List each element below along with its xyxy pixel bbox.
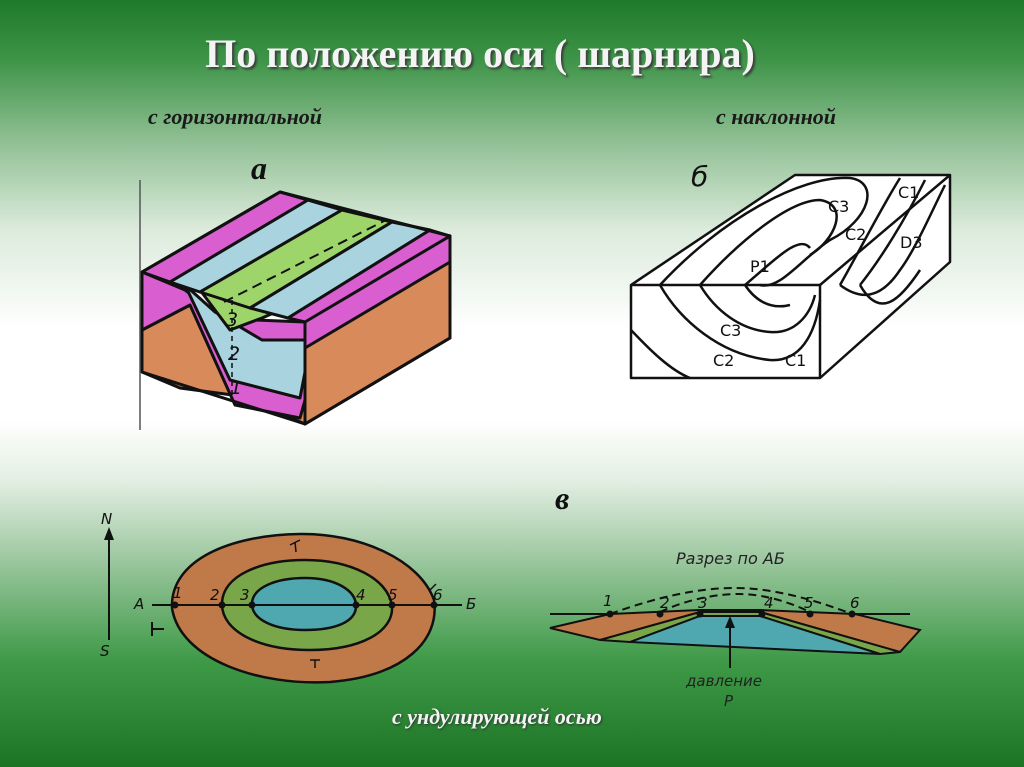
map-label-b: Б [466,595,476,613]
caption-inclined: с наклонной [716,104,837,129]
map-point-6: 6 [433,586,443,604]
letter-a: а [251,150,267,186]
section-point-2: 2 [660,594,670,612]
map-point-5: 5 [388,586,398,604]
block-b-c2-top: C2 [845,225,866,244]
section-point-5: 5 [804,594,814,612]
block-a-outline [140,190,452,426]
section-pressure-label: давление [685,672,762,690]
map-label-a: А [133,595,144,613]
block-a-label-3: 3 [226,309,238,331]
map-point-2: 2 [210,586,220,604]
block-b-c1-top: C1 [898,183,919,202]
section-pressure-symbol: Р [724,692,734,710]
compass-n: N [101,510,112,528]
block-b-d3: D3 [900,233,923,252]
compass-s: S [100,642,110,660]
page-title: По положению оси ( шарнира) [205,31,755,76]
map-point-1: 1 [173,584,183,602]
block-b-outline [629,173,952,380]
letter-v: в [555,480,570,516]
block-a-label-1: 1 [230,377,242,399]
map-point-3: 3 [240,586,250,604]
block-b-c1-front: C1 [785,351,806,370]
block-b-letter: б [691,160,708,193]
block-b-c3-top: C3 [828,197,849,216]
caption-undulating: с ундулирующей осью [392,704,602,729]
section-point-4: 4 [764,594,774,612]
map-point-4: 4 [356,586,366,604]
block-a-label-2: 2 [228,343,240,365]
section-point-3: 3 [698,594,708,612]
block-b-c3-front: C3 [720,321,741,340]
block-b-c2-front: C2 [713,351,734,370]
caption-horizontal: с горизонтальной [148,104,323,129]
section-title: Разрез по АБ [676,549,785,568]
block-b-p1: P1 [750,257,770,276]
section-point-6: 6 [850,594,860,612]
section-point-1: 1 [603,592,613,610]
